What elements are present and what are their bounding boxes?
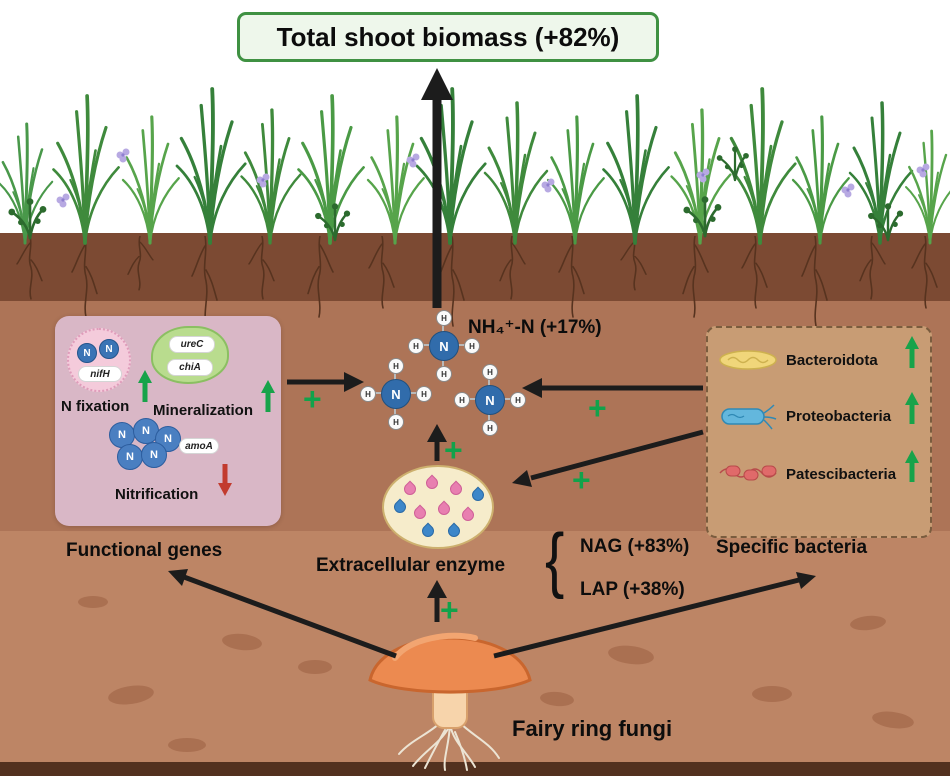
total-biomass-box: Total shoot biomass (+82%) — [237, 12, 659, 62]
functional-genes-panel: N N nifH ureC chiA N fixation Mineraliza… — [55, 316, 281, 526]
patescibacteria-icon — [719, 465, 777, 481]
soil-spot — [78, 596, 108, 608]
plus-sign: + — [303, 381, 322, 417]
decrease-arrow-icon — [218, 464, 232, 496]
enzyme-drop-icon — [469, 486, 487, 504]
nh4-molecule-icon: N H H H H — [454, 364, 526, 436]
increase-arrow-icon — [905, 392, 919, 424]
enzyme-drop-icon — [423, 474, 441, 492]
hydrogen-atom-icon: H — [436, 366, 452, 382]
lap-value: LAP (+38%) — [580, 579, 685, 600]
enzyme-pool-icon — [382, 465, 494, 549]
nifH-gene-label: nifH — [78, 366, 122, 382]
hydrogen-atom-icon: H — [510, 392, 526, 408]
hydrogen-atom-icon: H — [482, 364, 498, 380]
hydrogen-atom-icon: H — [454, 392, 470, 408]
nitrogen-atom-icon: N — [381, 379, 411, 409]
n-fixation-label: N fixation — [61, 398, 130, 415]
enzyme-drop-icon — [419, 522, 437, 540]
bacteroidota-icon — [719, 350, 777, 370]
hydrogen-atom-icon: H — [482, 420, 498, 436]
ammonium-molecule-cluster: N H H H H N H H H H N H H H H — [360, 310, 532, 437]
ureC-gene-label: ureC — [169, 336, 215, 353]
nitrogen-atom-icon: N — [77, 343, 97, 363]
soil-spot — [752, 686, 792, 702]
nitrogen-atom-icon: N — [429, 331, 459, 361]
soil-spot — [298, 660, 332, 674]
mycelium-roots-icon — [398, 721, 500, 771]
enzyme-drop-icon — [391, 498, 409, 516]
mushroom-icon — [368, 632, 532, 771]
plus-sign: + — [440, 592, 459, 628]
nitrogen-atom-icon: N — [141, 442, 167, 468]
chiA-gene-label: chiA — [167, 359, 213, 376]
ammonium-label: NH₄⁺-N (+17%) — [468, 317, 602, 338]
nitrogen-atom-icon: N — [117, 444, 143, 470]
increase-arrow-icon — [905, 336, 919, 368]
nag-value: NAG (+83%) — [580, 536, 690, 557]
increase-arrow-icon — [905, 450, 919, 482]
bottom-soil-strip — [0, 762, 950, 776]
topsoil-band — [0, 233, 950, 301]
mineralization-cell-icon: ureC chiA — [151, 326, 229, 384]
enzyme-drop-icon — [435, 500, 453, 518]
plus-sign: + — [588, 390, 607, 426]
nitrogen-atom-icon: N — [99, 339, 119, 359]
enzyme-drop-icon — [401, 480, 419, 498]
extracellular-enzyme-caption: Extracellular enzyme — [316, 555, 506, 576]
proteobacteria-icon — [721, 404, 777, 430]
nitrification-cell-icon: N N N N N amoA — [101, 416, 221, 478]
mineralization-label: Mineralization — [153, 402, 254, 419]
specific-bacteria-panel: Bacteroidota Proteobacteria Patescibacte… — [706, 326, 932, 538]
bacteroidota-label: Bacteroidota — [786, 352, 878, 369]
enzyme-drop-icon — [459, 506, 477, 524]
proteobacteria-label: Proteobacteria — [786, 408, 892, 425]
hydrogen-atom-icon: H — [408, 338, 424, 354]
functional-genes-caption: Functional genes — [66, 540, 223, 561]
enzyme-drop-icon — [411, 504, 429, 522]
nitrogen-atom-icon: N — [475, 385, 505, 415]
hydrogen-atom-icon: H — [416, 386, 432, 402]
increase-arrow-icon — [261, 380, 275, 412]
nitrification-label: Nitrification — [115, 486, 199, 503]
plus-sign: + — [444, 432, 463, 468]
soil-spot — [168, 738, 206, 752]
increase-arrow-icon — [138, 370, 152, 402]
plus-sign: + — [572, 462, 591, 498]
nh4-molecule-icon: N H H H H — [360, 358, 432, 430]
hydrogen-atom-icon: H — [388, 414, 404, 430]
hydrogen-atom-icon: H — [436, 310, 452, 326]
hydrogen-atom-icon: H — [464, 338, 480, 354]
nh4-molecule-icon: N H H H H — [408, 310, 480, 382]
specific-bacteria-caption: Specific bacteria — [716, 537, 868, 558]
enzyme-drop-icon — [445, 522, 463, 540]
n-fixation-cell-icon: N N nifH — [67, 328, 131, 392]
patescibacteria-label: Patescibacteria — [786, 466, 897, 483]
enzyme-brace: { — [545, 519, 565, 601]
fairy-ring-fungi-caption: Fairy ring fungi — [512, 716, 673, 741]
grass-band — [0, 87, 950, 245]
enzyme-drop-icon — [447, 480, 465, 498]
hydrogen-atom-icon: H — [388, 358, 404, 374]
amoA-gene-label: amoA — [179, 438, 219, 454]
hydrogen-atom-icon: H — [360, 386, 376, 402]
nitrogen-atom-icon: N — [109, 422, 135, 448]
